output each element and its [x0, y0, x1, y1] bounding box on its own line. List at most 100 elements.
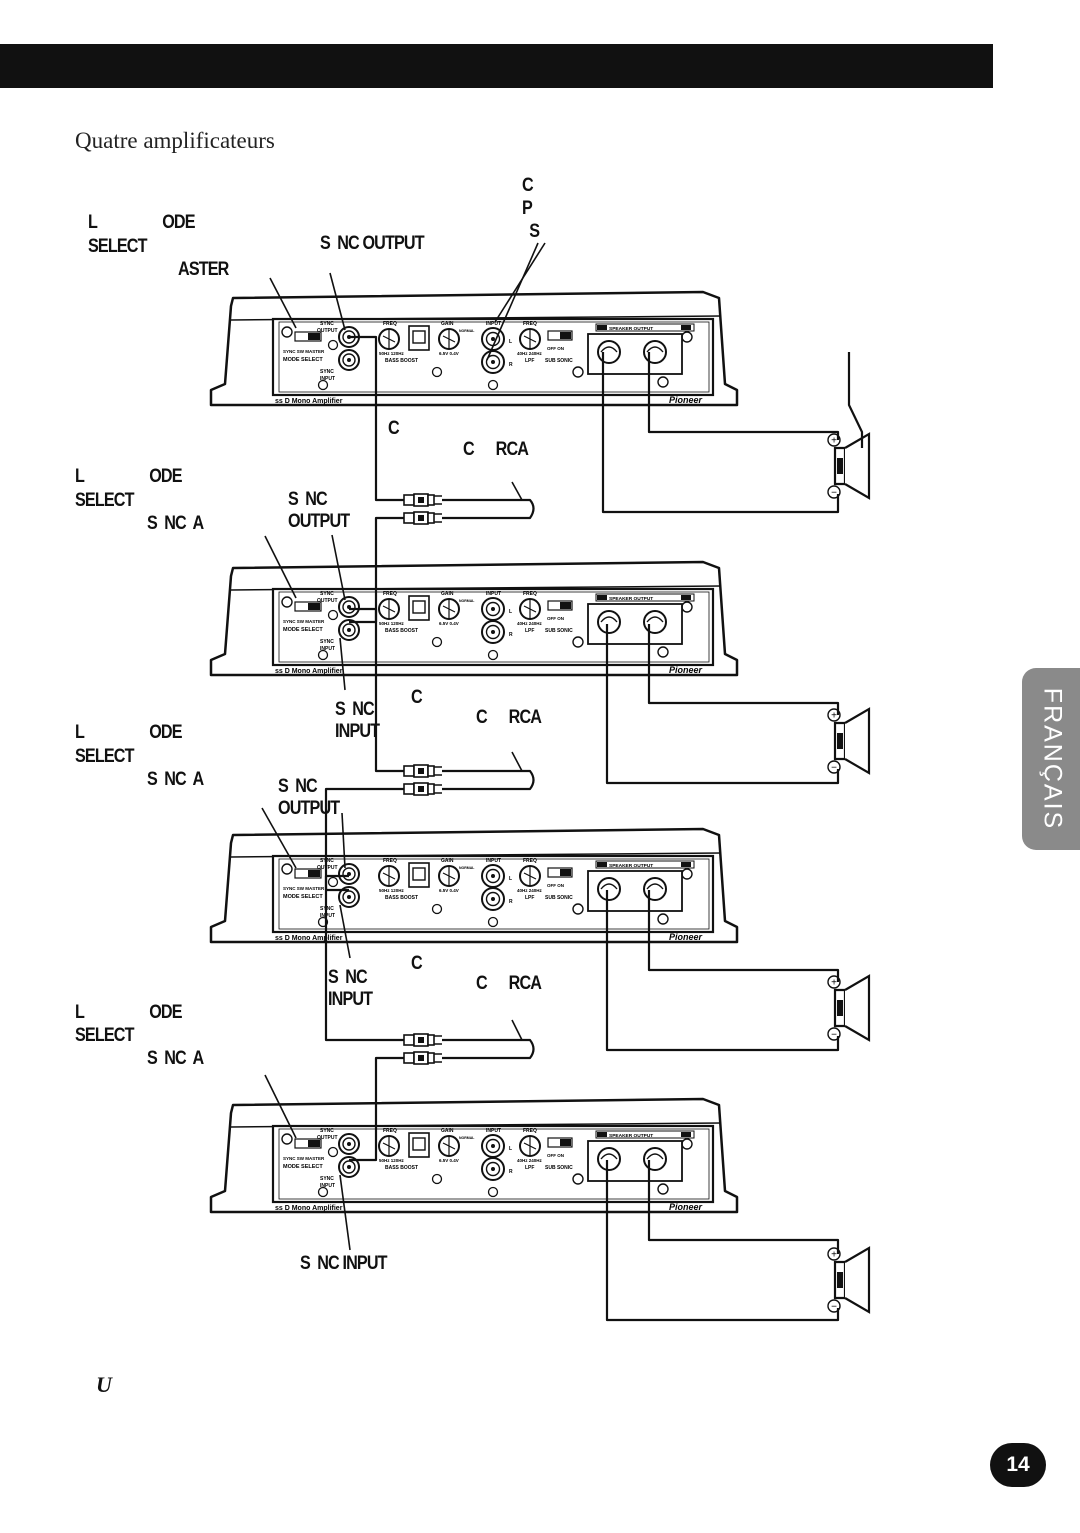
- input-label: INPUT: [486, 858, 501, 864]
- amp1-mode-label: L ODE: [88, 212, 196, 233]
- sync-cables: [324, 335, 535, 1162]
- cable3-rca-label: C RCA: [476, 973, 542, 994]
- amp1-sync-output-label: S NC OUTPUT: [320, 233, 425, 254]
- subsonic-label: SUB SONIC: [545, 628, 573, 634]
- speaker-1: + −: [827, 432, 871, 500]
- amp3-mode-label: L ODE: [75, 722, 183, 743]
- mode-select-label: MODE SELECT: [283, 627, 323, 633]
- input-label: INPUT: [486, 1128, 501, 1134]
- sync-output-label-1: SYNC: [320, 321, 334, 327]
- lpf-freq-options: 40Hz 240Hz: [517, 621, 543, 626]
- sync-output-label-1: SYNC: [320, 858, 334, 864]
- subsonic-label: SUB SONIC: [545, 895, 573, 901]
- speaker-plus: +: [831, 436, 837, 447]
- amplifier-2: SYNC SW MASTER MODE SELECT SYNC OUTPUT S…: [209, 560, 739, 677]
- speaker-minus: −: [831, 1302, 837, 1313]
- input-ch-l: L: [509, 876, 512, 882]
- speaker-2: + −: [827, 707, 871, 775]
- sync-input-label-1: SYNC: [320, 639, 334, 645]
- mode-select-label: MODE SELECT: [283, 1164, 323, 1170]
- leader-lines: [261, 242, 546, 1251]
- amp2-sync-output-label: S NC OUTPUT: [288, 489, 350, 532]
- cable2-rca-label: C RCA: [476, 707, 542, 728]
- gain-normal-label: NORMAL: [459, 329, 475, 333]
- page-number: 14: [990, 1443, 1046, 1487]
- speaker-wires: [601, 352, 864, 1322]
- speaker-minus: −: [831, 488, 837, 499]
- input-ch-r: R: [509, 362, 513, 368]
- sync-output-label-2: OUTPUT: [317, 598, 338, 604]
- amp1-select-label: SELECT: [88, 236, 147, 257]
- input-ch-r: R: [509, 899, 513, 905]
- lpf-freq-label: FREQ: [523, 1128, 537, 1134]
- freq-options: 50Hz 120Hz: [379, 621, 405, 626]
- sync-output-label-2: OUTPUT: [317, 328, 338, 334]
- freq-options: 50Hz 120Hz: [379, 351, 405, 356]
- amp2-select-label: SELECT: [75, 490, 134, 511]
- cable2-c-label: C: [411, 687, 423, 708]
- sync-input-label-2: INPUT: [320, 913, 335, 919]
- mode-select-options: SYNC SW MASTER: [283, 1156, 325, 1161]
- amp3-select-label: SELECT: [75, 746, 134, 767]
- speaker-3: + −: [827, 974, 871, 1042]
- sync-input-label-1: SYNC: [320, 906, 334, 912]
- input-ch-l: L: [509, 339, 512, 345]
- brand-logo: Pioneer: [669, 395, 703, 405]
- lpf-label: LPF: [525, 1165, 534, 1171]
- speaker-plus: +: [831, 978, 837, 989]
- brand-logo: Pioneer: [669, 665, 703, 675]
- subsonic-label: SUB SONIC: [545, 358, 573, 364]
- header-bar: [0, 44, 993, 88]
- subsonic-options: OFF ON: [547, 1153, 564, 1158]
- subsonic-label: SUB SONIC: [545, 1165, 573, 1171]
- gain-label: GAIN: [441, 1128, 454, 1134]
- freq-label: FREQ: [383, 1128, 397, 1134]
- amp4-sync-input-label: S NC INPUT: [300, 1253, 388, 1274]
- subsonic-options: OFF ON: [547, 616, 564, 621]
- amp4-sync-label: S NC A: [147, 1048, 204, 1069]
- mode-select-label: MODE SELECT: [283, 894, 323, 900]
- bass-boost-label: BASS BOOST: [385, 358, 418, 364]
- gain-normal-label: NORMAL: [459, 866, 475, 870]
- amp1-input-cable-label: C P S: [522, 175, 540, 242]
- gain-options: 6.5V 0.4V: [439, 888, 459, 893]
- freq-label: FREQ: [383, 321, 397, 327]
- freq-options: 50Hz 120Hz: [379, 1158, 405, 1163]
- gain-options: 6.5V 0.4V: [439, 351, 459, 356]
- mode-select-label: MODE SELECT: [283, 357, 323, 363]
- sync-output-label-1: SYNC: [320, 591, 334, 597]
- mode-select-options: SYNC SW MASTER: [283, 886, 325, 891]
- bass-boost-label: BASS BOOST: [385, 628, 418, 634]
- speaker-4: + −: [827, 1246, 871, 1314]
- lpf-freq-options: 40Hz 240Hz: [517, 888, 543, 893]
- footer-mark: U: [96, 1372, 112, 1397]
- gain-normal-label: NORMAL: [459, 599, 475, 603]
- gain-label: GAIN: [441, 858, 454, 864]
- subsonic-options: OFF ON: [547, 346, 564, 351]
- gain-options: 6.5V 0.4V: [439, 1158, 459, 1163]
- rca-plugs: [403, 493, 442, 1065]
- amp3-sync-input-label: S NC INPUT: [328, 967, 373, 1010]
- sync-input-label-2: INPUT: [320, 1183, 335, 1189]
- model-label: ss D Mono Amplifier: [275, 668, 343, 675]
- freq-label: FREQ: [383, 591, 397, 597]
- subsonic-options: OFF ON: [547, 883, 564, 888]
- speaker-plus: +: [831, 711, 837, 722]
- lpf-freq-label: FREQ: [523, 321, 537, 327]
- mode-select-options: SYNC SW MASTER: [283, 619, 325, 624]
- sync-output-label-1: SYNC: [320, 1128, 334, 1134]
- speaker-output-label: SPEAKER OUTPUT: [609, 1133, 653, 1139]
- lpf-freq-label: FREQ: [523, 858, 537, 864]
- page-title: Quatre amplificateurs: [75, 128, 275, 153]
- input-ch-r: R: [509, 632, 513, 638]
- lpf-label: LPF: [525, 358, 534, 364]
- input-ch-l: L: [509, 1146, 512, 1152]
- language-tab: FRANÇAIS: [1022, 668, 1080, 850]
- amp3-sync-output-label: S NC OUTPUT: [278, 776, 340, 819]
- lpf-label: LPF: [525, 895, 534, 901]
- speaker-minus: −: [831, 763, 837, 774]
- lpf-freq-label: FREQ: [523, 591, 537, 597]
- sync-input-label-2: INPUT: [320, 376, 335, 382]
- freq-options: 50Hz 120Hz: [379, 888, 405, 893]
